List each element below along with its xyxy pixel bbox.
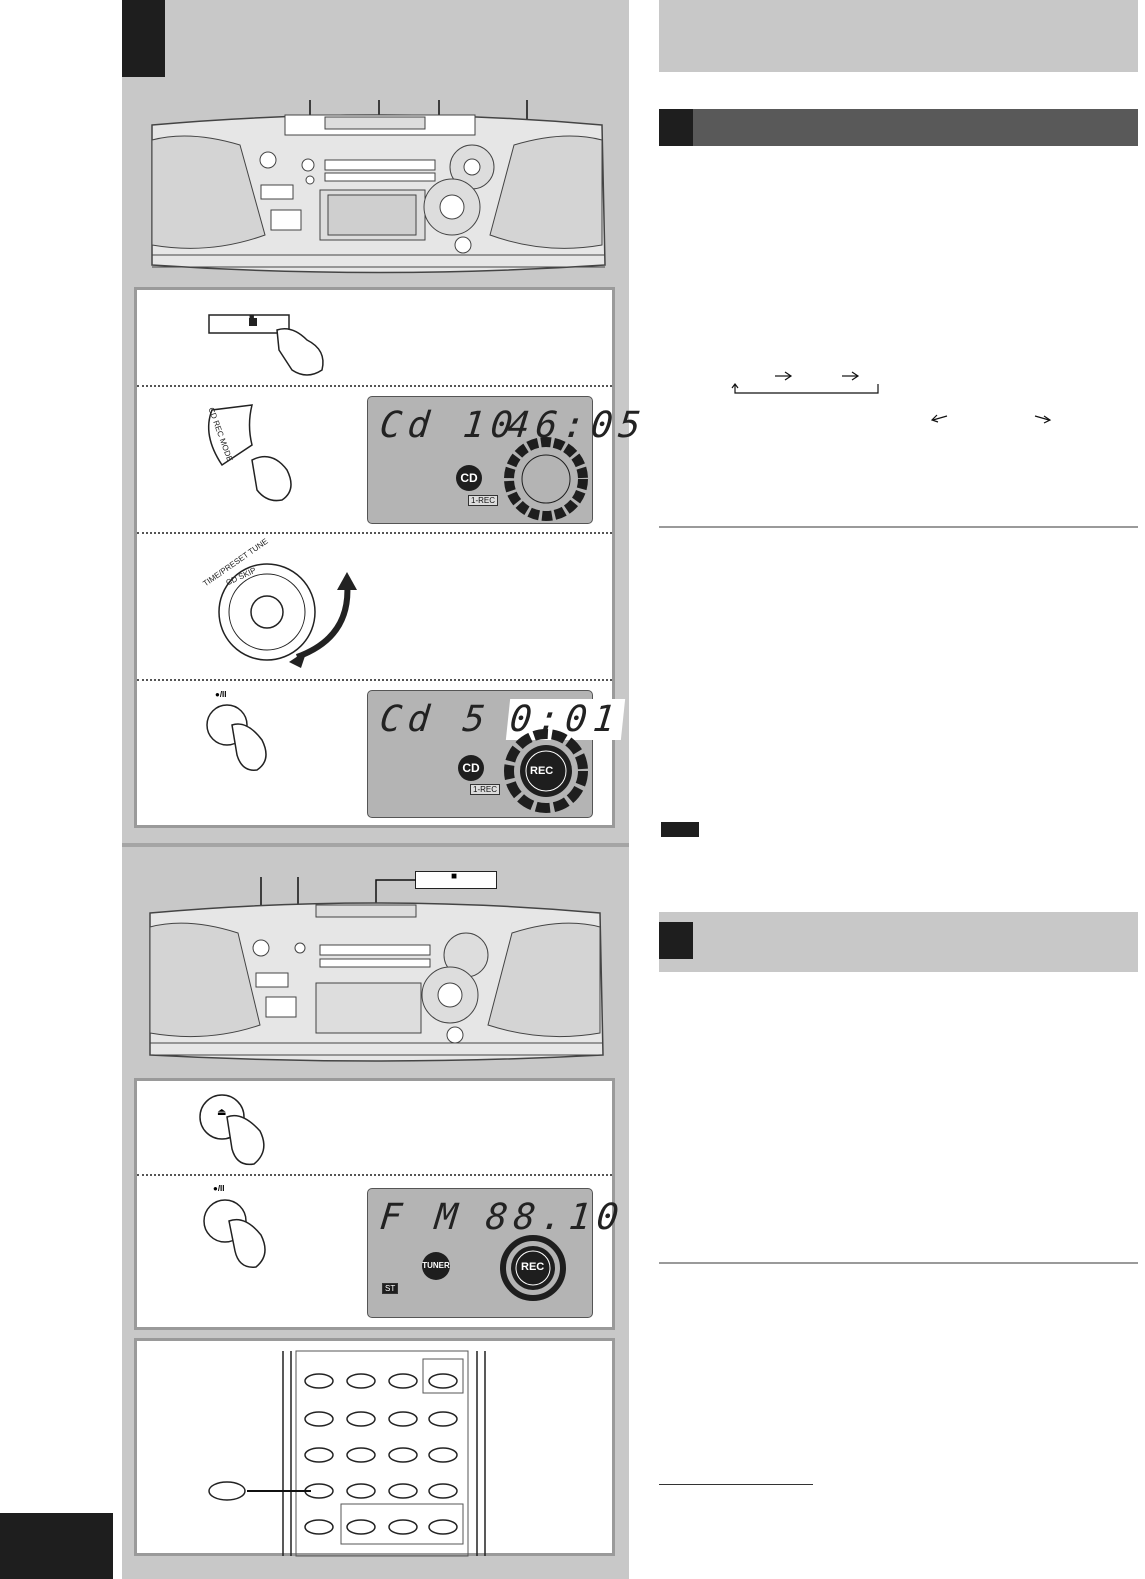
page-corner-marker bbox=[0, 1513, 113, 1579]
time-preset-tune-dial-illustration bbox=[218, 563, 357, 668]
rec-pause-button-illustration bbox=[206, 704, 267, 771]
tuner-indicator: TUNER bbox=[422, 1252, 450, 1280]
rec-mode-indicator: 1-REC bbox=[470, 784, 501, 795]
tuner-recording-steps-panel: ⏏ ●/II F M 88.10 TUNER ST REC bbox=[134, 1078, 627, 1330]
section-1-number-box bbox=[659, 109, 693, 146]
stop-button-press-illustration bbox=[208, 314, 324, 376]
display-cd-recording: Cd 5 0:01 CD 1-REC REC bbox=[367, 690, 625, 818]
display-band: F M bbox=[377, 1197, 466, 1238]
disc-segment-indicator bbox=[504, 729, 588, 813]
step-separator bbox=[137, 385, 612, 387]
rec-mode-indicator: 1-REC bbox=[468, 495, 499, 506]
step-separator bbox=[137, 1174, 612, 1176]
stereo-indicator: ST bbox=[382, 1283, 399, 1294]
remote-control-illustration bbox=[208, 1350, 486, 1557]
step-separator bbox=[137, 532, 612, 534]
rec-indicator: REC bbox=[530, 765, 554, 777]
mode-cycle-diagram bbox=[731, 371, 1052, 424]
rec-pause-button-illustration bbox=[203, 1199, 266, 1268]
rec-indicator: REC bbox=[521, 1261, 545, 1273]
page-header-band bbox=[659, 0, 1138, 72]
remote-control-panel bbox=[134, 1338, 615, 1557]
eject-button-press-illustration bbox=[199, 1094, 265, 1166]
display-frequency: 88.10 bbox=[483, 1197, 627, 1238]
section-divider bbox=[122, 843, 629, 847]
rec-ring-indicator bbox=[500, 1235, 566, 1301]
stereo-unit-illustration-bottom bbox=[149, 877, 604, 1062]
display-source-track: Cd 10 bbox=[377, 405, 521, 446]
section-2-heading-bar bbox=[659, 912, 1138, 972]
stop-icon: ■ bbox=[451, 871, 458, 882]
stop-icon: ■ bbox=[249, 312, 255, 322]
section-2-rule bbox=[659, 1262, 1138, 1264]
disc-segment-indicator bbox=[504, 437, 588, 521]
section-1-heading-bar bbox=[659, 109, 1138, 146]
section-2-number-box bbox=[659, 922, 693, 959]
cd-indicator: CD bbox=[456, 465, 482, 491]
cd-recording-steps-panel: ■ CD REC MODE Cd 10 46:05 CD 1-REC TIME/… bbox=[134, 287, 649, 828]
display-cd-ready: Cd 10 46:05 CD 1-REC bbox=[367, 396, 649, 524]
note-marker bbox=[661, 822, 699, 837]
display-tuner-recording: F M 88.10 TUNER ST REC bbox=[367, 1188, 627, 1318]
eject-icon: ⏏ bbox=[217, 1107, 227, 1118]
section-1-rule bbox=[659, 526, 1138, 528]
display-source-track: Cd 5 bbox=[377, 699, 493, 740]
rec-pause-label: ●/II bbox=[215, 690, 227, 699]
footnote-rule bbox=[659, 1484, 813, 1485]
cd-indicator: CD bbox=[458, 755, 484, 781]
step-separator bbox=[137, 679, 612, 681]
rec-pause-label: ●/II bbox=[213, 1184, 225, 1193]
stereo-unit-illustration-top bbox=[151, 100, 606, 274]
section-tab-marker bbox=[122, 0, 165, 77]
cd-rec-mode-button-illustration bbox=[207, 404, 292, 502]
